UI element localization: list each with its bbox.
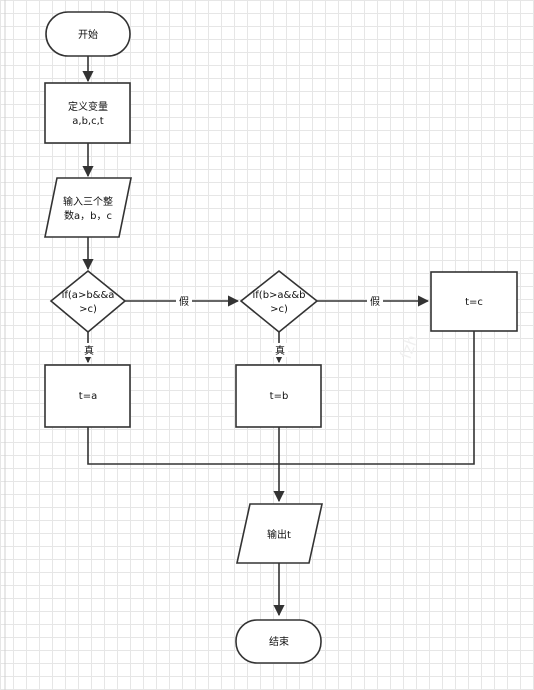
assign-t-c-process[interactable]: t=c: [430, 271, 518, 332]
svg-text:t=a: t=a: [79, 391, 97, 402]
watermark-text: fzh: [396, 332, 422, 361]
svg-text:假: 假: [370, 295, 380, 308]
svg-text:假: 假: [179, 295, 189, 308]
edge-label-true-2: 真: [272, 343, 288, 357]
svg-text:输出t: 输出t: [267, 528, 291, 541]
assign-t-b-process[interactable]: t=b: [235, 364, 322, 428]
edge-label-false-1: 假: [176, 294, 192, 308]
edge-label-true-1: 真: [81, 343, 97, 357]
end-terminator[interactable]: 结束: [235, 619, 322, 664]
define-variables-process[interactable]: 定义变量 a,b,c,t: [44, 82, 131, 144]
svg-text:if(b>a&&b: if(b>a&&b: [253, 290, 306, 301]
svg-text:a,b,c,t: a,b,c,t: [72, 116, 104, 127]
svg-text:if(a>b&&a: if(a>b&&a: [62, 290, 115, 301]
svg-text:开始: 开始: [78, 28, 98, 41]
assign-t-a-process[interactable]: t=a: [44, 364, 131, 428]
svg-text:输入三个整: 输入三个整: [63, 195, 113, 208]
svg-text:>c): >c): [270, 304, 288, 315]
connector-assigna-merge: [87, 427, 279, 465]
start-terminator[interactable]: 开始: [45, 11, 131, 57]
svg-text:t=b: t=b: [270, 391, 289, 402]
input-data-parallelogram[interactable]: 输入三个整 数a，b，c: [44, 177, 132, 238]
output-parallelogram[interactable]: 输出t: [236, 503, 323, 564]
svg-text:真: 真: [275, 344, 285, 357]
decision-b-max[interactable]: if(b>a&&b >c): [239, 269, 319, 334]
svg-text:结束: 结束: [269, 635, 289, 648]
svg-text:数a，b，c: 数a，b，c: [64, 209, 112, 222]
svg-text:真: 真: [84, 344, 94, 357]
svg-text:>c): >c): [79, 304, 97, 315]
svg-text:定义变量: 定义变量: [68, 100, 108, 113]
edge-label-false-2: 假: [367, 294, 383, 308]
decision-a-max[interactable]: if(a>b&&a >c): [49, 269, 127, 334]
svg-text:t=c: t=c: [465, 297, 483, 308]
connector-assignc-merge: [279, 331, 475, 465]
